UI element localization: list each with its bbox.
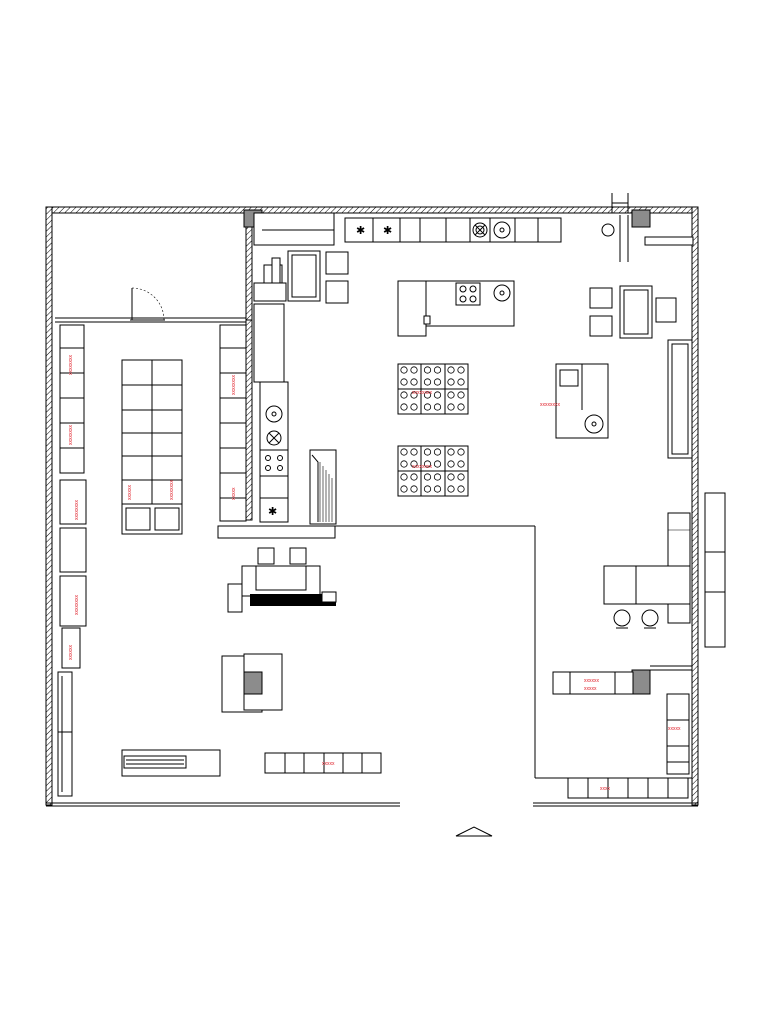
burner-icon — [423, 473, 432, 481]
burner-icon — [423, 403, 432, 411]
red-labels: xxxxxxxx xxxxxxxx xxxxxxxx xxxxxxxx xxxx… — [68, 355, 681, 793]
label-grid-upper: xxxxxxxx — [412, 390, 433, 396]
bottom-center-cabinets — [264, 752, 382, 774]
interior-walls — [55, 193, 694, 779]
label-right-cab: xxxxx — [668, 726, 681, 732]
label-counter: xxxxxx — [584, 678, 600, 684]
burner-icon — [457, 366, 465, 374]
label-shelf-5: xxxxxx — [68, 645, 74, 661]
svg-text:✱: ✱ — [356, 224, 365, 237]
burner-icon — [423, 378, 432, 386]
burner-icon — [457, 473, 465, 481]
burner-icon — [410, 378, 418, 386]
lounge-sofa — [227, 547, 337, 613]
burner-icon — [447, 485, 455, 493]
label-shelf-1: xxxxxxxx — [68, 355, 74, 376]
right-counter — [552, 671, 690, 775]
label-counter-2: xxxxx — [584, 686, 597, 692]
burner-icon — [423, 391, 432, 399]
burner-icon — [410, 485, 418, 493]
left-wall-cabinets — [57, 671, 73, 797]
burner-icon — [410, 366, 418, 374]
cooktop-grid-lower — [397, 445, 469, 497]
label-grid-lower: xxxxxxxx — [412, 464, 433, 470]
burner-icon — [457, 448, 465, 456]
burner-icon — [447, 391, 455, 399]
burner-icon — [400, 391, 408, 399]
label-bottom-center: xxxxx — [322, 761, 335, 767]
storage-shelves-left — [59, 324, 87, 669]
burner-icon — [410, 460, 418, 468]
bottom-left-bench — [121, 749, 221, 777]
burner-icon — [400, 378, 408, 386]
storage-island — [121, 359, 183, 535]
burner-icon — [457, 460, 465, 468]
burner-icon — [433, 366, 442, 374]
kitchen-column: ✱ — [253, 303, 289, 523]
label-island-1: xxxxxx — [127, 485, 133, 501]
seating-top-right — [589, 285, 677, 339]
burner-icon — [433, 403, 442, 411]
seating-top-left — [253, 250, 349, 304]
burner-icon — [447, 473, 455, 481]
burner-icon — [433, 460, 442, 468]
label-rshelf-1: xxxxxxxx — [231, 375, 237, 396]
lounge-armchair — [221, 653, 283, 713]
burner-icon — [447, 378, 455, 386]
burner-icon — [410, 448, 418, 456]
burners — [400, 366, 465, 493]
burner-icon — [423, 366, 432, 374]
svg-text:✱: ✱ — [268, 505, 277, 518]
kitchen-island — [397, 280, 515, 337]
right-reception — [603, 512, 691, 629]
storage-shelves-right — [219, 324, 247, 522]
burner-icon — [433, 473, 442, 481]
burner-icon — [447, 403, 455, 411]
entrance-arrow-icon — [455, 826, 493, 837]
stairs — [309, 449, 337, 525]
burner-icon — [423, 448, 432, 456]
label-bottom-right: xxxx — [600, 786, 611, 792]
burner-icon — [447, 448, 455, 456]
right-shelf — [667, 339, 693, 459]
cooktop-grid-upper — [397, 363, 469, 415]
burner-icon — [400, 485, 408, 493]
label-shelf-4: xxxxxxxx — [74, 595, 80, 616]
burner-icon — [423, 460, 432, 468]
burner-icon — [433, 485, 442, 493]
label-shelf-2: xxxxxxxx — [68, 425, 74, 446]
burner-icon — [447, 460, 455, 468]
burner-icon — [433, 391, 442, 399]
bottom-right-cabinets — [567, 777, 689, 799]
outer-walls — [45, 206, 726, 807]
label-rshelf-2: xxxxx — [231, 487, 237, 500]
label-sink: xxxxxxxx — [540, 402, 561, 408]
burner-icon — [457, 485, 465, 493]
burner-icon — [423, 485, 432, 493]
burner-icon — [410, 403, 418, 411]
top-counter: ✱ ✱ — [344, 217, 615, 243]
burner-icon — [410, 473, 418, 481]
burner-icon — [457, 403, 465, 411]
burner-icon — [400, 460, 408, 468]
burner-icon — [457, 378, 465, 386]
burner-icon — [433, 378, 442, 386]
burner-icon — [433, 448, 442, 456]
burner-icon — [400, 366, 408, 374]
burner-icon — [400, 403, 408, 411]
burner-icon — [400, 448, 408, 456]
burner-icon — [447, 366, 455, 374]
burner-icon — [400, 473, 408, 481]
label-island-2: xxxxxxxx — [169, 480, 175, 501]
svg-text:✱: ✱ — [383, 224, 392, 237]
burner-icon — [457, 391, 465, 399]
sink-unit — [555, 363, 609, 439]
label-shelf-3: xxxxxxxx — [74, 500, 80, 521]
burner-icon — [410, 391, 418, 399]
